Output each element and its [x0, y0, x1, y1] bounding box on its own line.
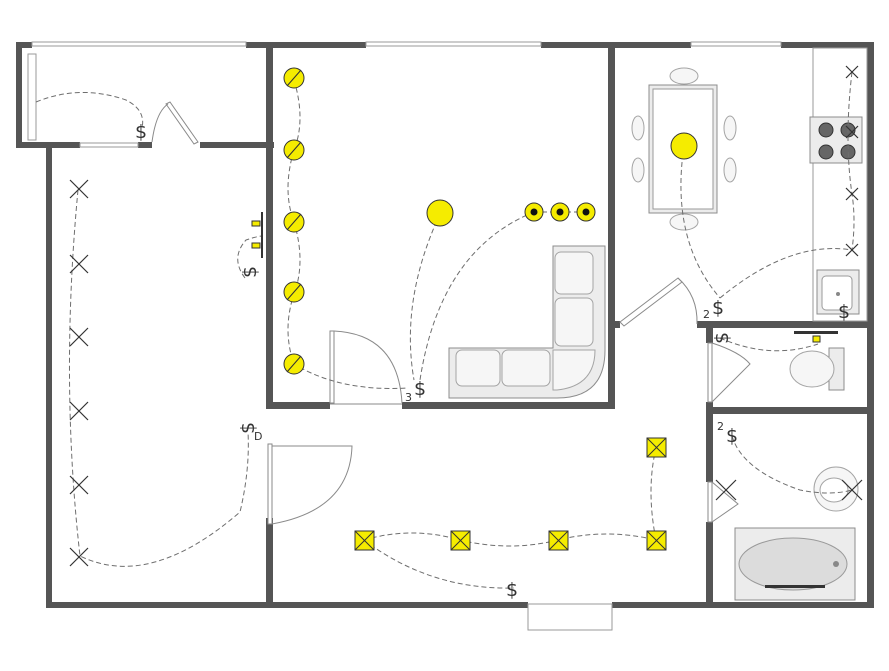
toilet-switch: $ — [711, 332, 733, 344]
light-outlet-x — [69, 401, 89, 421]
bedroom-switch: $ — [237, 422, 259, 434]
square-ceiling-light — [450, 530, 471, 551]
bedroom-door — [267, 443, 353, 525]
wall-segment — [266, 42, 273, 408]
wall-segment — [246, 42, 366, 48]
wall-segment — [608, 321, 620, 328]
chair — [631, 115, 645, 141]
ceiling-light — [283, 139, 305, 161]
wall-sconce — [794, 331, 838, 343]
wall-segment — [781, 42, 873, 48]
ceiling-light — [283, 281, 305, 303]
square-ceiling-light — [646, 530, 667, 551]
wall-segment — [541, 42, 691, 48]
wall-segment — [706, 321, 713, 343]
entrance-step — [527, 603, 613, 631]
wiring — [35, 71, 855, 589]
wall-segment — [608, 42, 615, 409]
bedroom-sconce-switch: $ — [239, 266, 261, 278]
wall-segment — [138, 142, 152, 148]
wall-segment — [266, 402, 330, 409]
light-outlet-x — [69, 179, 89, 199]
living-switch-gang-label: 3 — [405, 391, 412, 404]
light-outlet-x — [69, 475, 89, 495]
wall-segment — [402, 402, 615, 409]
wall-segment — [16, 42, 32, 48]
living-room-switch: $ — [414, 378, 426, 400]
balcony-door — [151, 101, 199, 145]
wall-segment — [706, 402, 713, 482]
light-outlets — [69, 65, 863, 567]
window — [31, 41, 247, 47]
windows — [27, 41, 782, 631]
light-outlet-x — [845, 125, 859, 139]
pendant-light — [670, 132, 698, 160]
kitchen-counter-switch: $ — [838, 301, 850, 323]
light-outlet-x — [845, 65, 859, 79]
wall-segment — [46, 602, 528, 608]
recessed-light — [524, 202, 544, 222]
chair — [723, 157, 737, 183]
wall-segment — [706, 522, 713, 608]
light-outlet-x — [841, 479, 863, 501]
light-fixtures — [251, 67, 838, 588]
dining-table — [631, 67, 737, 231]
light-outlet-x — [69, 254, 89, 274]
walls — [16, 42, 874, 608]
window — [365, 41, 542, 47]
wall-segment — [46, 142, 52, 608]
doors — [151, 101, 751, 525]
stove — [809, 116, 863, 164]
ceiling-light — [283, 67, 305, 89]
chair — [669, 67, 699, 85]
wall-segment — [16, 42, 22, 148]
window — [690, 41, 782, 47]
wall-segment — [612, 602, 874, 608]
light-outlet-x — [69, 547, 89, 567]
chair — [631, 157, 645, 183]
wall-segment — [266, 518, 273, 608]
kitchen-switch: $ — [712, 297, 724, 319]
kitchen-switch-gang-label: 2 — [703, 308, 710, 321]
hallway-switch: $ — [506, 579, 518, 601]
living-room-door — [329, 330, 403, 405]
light-outlet-x — [69, 327, 89, 347]
hall-dimmer-label: D — [254, 430, 262, 443]
light-outlet-x — [845, 243, 859, 257]
pendant-light — [426, 199, 454, 227]
square-ceiling-light — [354, 530, 375, 551]
wall-segment — [706, 407, 874, 414]
light-outlet-x — [845, 187, 859, 201]
wall-segment — [697, 321, 874, 328]
balcony-switch: $ — [135, 121, 147, 143]
kitchen-counter — [809, 47, 868, 322]
toilet — [789, 347, 845, 391]
square-ceiling-light — [548, 530, 569, 551]
bathroom-switch: $ — [726, 425, 738, 447]
balcony-window — [27, 53, 37, 141]
kitchen-door — [619, 277, 698, 327]
recessed-light — [550, 202, 570, 222]
chair — [723, 115, 737, 141]
switches: $ $ $ D $ 3 $ 2 $ $ $ 2 $ — [135, 121, 850, 601]
corner-sofa — [448, 245, 606, 399]
wall-segment — [200, 142, 274, 148]
bathtub — [734, 527, 856, 601]
ceiling-light — [283, 353, 305, 375]
bathroom-sink — [813, 466, 859, 512]
square-ceiling-light — [646, 437, 667, 458]
recessed-light — [576, 202, 596, 222]
wall-sconce — [251, 212, 263, 258]
light-outlet-x — [715, 479, 737, 501]
mirror-light — [765, 585, 825, 588]
bathroom-door — [707, 481, 739, 523]
ceiling-light — [283, 211, 305, 233]
toilet-door — [707, 342, 751, 403]
window — [79, 142, 139, 148]
kitchen-sink — [816, 269, 860, 315]
bath-switch-gang-label: 2 — [717, 420, 724, 433]
